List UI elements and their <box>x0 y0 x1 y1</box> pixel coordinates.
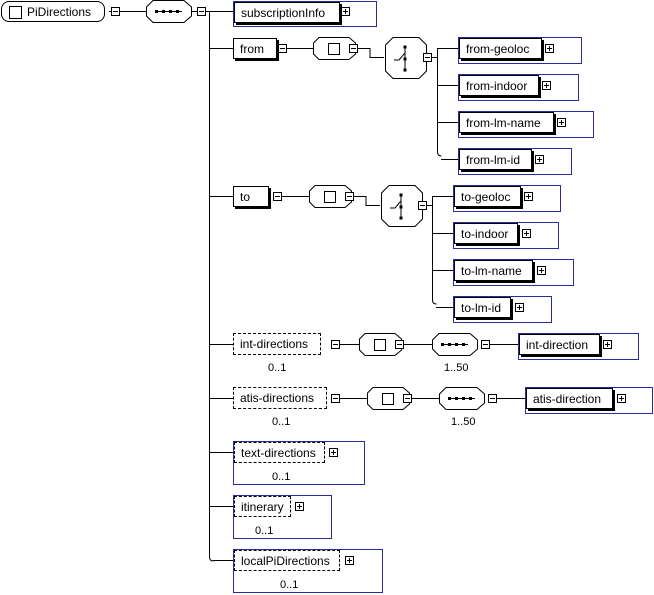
expand-icon[interactable] <box>542 81 551 90</box>
expand-icon[interactable] <box>345 556 354 565</box>
expand-icon[interactable] <box>535 155 544 164</box>
element-to-geoloc[interactable]: to-geoloc <box>453 185 561 212</box>
collapse-icon[interactable] <box>395 340 404 349</box>
element-from[interactable]: from <box>233 38 277 59</box>
sequence-box-icon[interactable] <box>367 387 410 410</box>
expand-icon[interactable] <box>617 394 626 403</box>
element-label: from-lm-name <box>466 116 541 130</box>
collapse-icon[interactable] <box>331 340 340 349</box>
element-label: int-direction <box>526 338 589 352</box>
element-label: to-geoloc <box>461 190 511 204</box>
element-localpidirections[interactable]: localPiDirections 0..1 <box>233 549 383 593</box>
element-atis-direction[interactable]: atis-direction <box>525 387 653 414</box>
root-checkbox-icon <box>9 6 22 19</box>
root-element-label: PiDirections <box>27 5 92 19</box>
collapse-icon[interactable] <box>331 394 340 403</box>
element-from-indoor[interactable]: from-indoor <box>458 74 579 101</box>
expand-icon[interactable] <box>545 44 554 53</box>
expand-icon[interactable] <box>295 502 304 511</box>
element-to-indoor[interactable]: to-indoor <box>453 222 559 249</box>
element-label: atis-direction <box>533 392 602 406</box>
element-label: to <box>240 190 251 204</box>
collapse-icon[interactable] <box>481 340 490 349</box>
element-int-direction[interactable]: int-direction <box>518 333 639 360</box>
expand-icon[interactable] <box>557 118 566 127</box>
cardinality-label: 0..1 <box>272 416 291 428</box>
collapse-from-icon[interactable] <box>278 44 287 53</box>
collapse-icon[interactable] <box>423 53 432 62</box>
cardinality-label: 1..50 <box>444 362 469 374</box>
expand-icon[interactable] <box>341 7 350 16</box>
element-subscriptioninfo[interactable]: subscriptionInfo <box>233 1 377 27</box>
element-label: from-geoloc <box>466 42 530 56</box>
sequence-compositor-icon[interactable] <box>146 0 192 23</box>
element-atis-directions[interactable]: atis-directions <box>233 387 327 409</box>
element-to[interactable]: to <box>233 186 269 207</box>
choice-compositor-icon[interactable] <box>381 185 423 227</box>
element-itinerary[interactable]: itinerary 0..1 <box>233 495 332 539</box>
root-element-pidirections[interactable]: PiDirections <box>1 1 105 22</box>
cardinality-label: 0..1 <box>255 525 274 537</box>
element-label: localPiDirections <box>241 554 330 568</box>
sequence-compositor-icon[interactable] <box>432 333 478 356</box>
collapse-icon[interactable] <box>403 394 412 403</box>
collapse-sequence-icon[interactable] <box>197 7 206 16</box>
element-from-lm-name[interactable]: from-lm-name <box>458 111 594 138</box>
element-label: to-indoor <box>461 227 509 241</box>
expand-icon[interactable] <box>515 303 524 312</box>
cardinality-label: 1..50 <box>451 416 476 428</box>
expand-icon[interactable] <box>524 192 533 201</box>
sequence-box-icon[interactable] <box>313 37 356 60</box>
element-from-lm-id[interactable]: from-lm-id <box>458 148 572 175</box>
element-text-directions[interactable]: text-directions 0..1 <box>233 441 365 485</box>
element-label: text-directions <box>241 446 316 460</box>
element-from-geoloc[interactable]: from-geoloc <box>458 37 582 64</box>
expand-icon[interactable] <box>522 229 531 238</box>
collapse-icon[interactable] <box>488 394 497 403</box>
sequence-box-icon[interactable] <box>359 333 402 356</box>
element-label: to-lm-id <box>461 301 502 315</box>
sequence-compositor-icon[interactable] <box>439 387 485 410</box>
element-label: from-indoor <box>466 79 528 93</box>
element-label: itinerary <box>241 500 284 514</box>
element-label: to-lm-name <box>461 264 522 278</box>
collapse-icon[interactable] <box>345 192 354 201</box>
collapse-icon[interactable] <box>418 201 427 210</box>
expand-icon[interactable] <box>537 266 546 275</box>
element-label: subscriptionInfo <box>241 6 326 20</box>
sequence-box-icon[interactable] <box>309 185 352 208</box>
choice-compositor-icon[interactable] <box>385 37 427 79</box>
element-label: atis-directions <box>240 391 315 405</box>
collapse-to-icon[interactable] <box>273 192 282 201</box>
collapse-root-icon[interactable] <box>111 7 120 16</box>
element-label: int-directions <box>240 337 309 351</box>
cardinality-label: 0..1 <box>272 471 291 483</box>
collapse-icon[interactable] <box>349 44 358 53</box>
element-to-lm-id[interactable]: to-lm-id <box>453 296 552 323</box>
expand-icon[interactable] <box>603 340 612 349</box>
element-int-directions[interactable]: int-directions <box>233 333 321 355</box>
element-label: from <box>240 42 264 56</box>
element-to-lm-name[interactable]: to-lm-name <box>453 259 574 286</box>
expand-icon[interactable] <box>329 448 338 457</box>
cardinality-label: 0..1 <box>268 362 287 374</box>
element-label: from-lm-id <box>466 153 520 167</box>
cardinality-label: 0..1 <box>280 579 299 591</box>
